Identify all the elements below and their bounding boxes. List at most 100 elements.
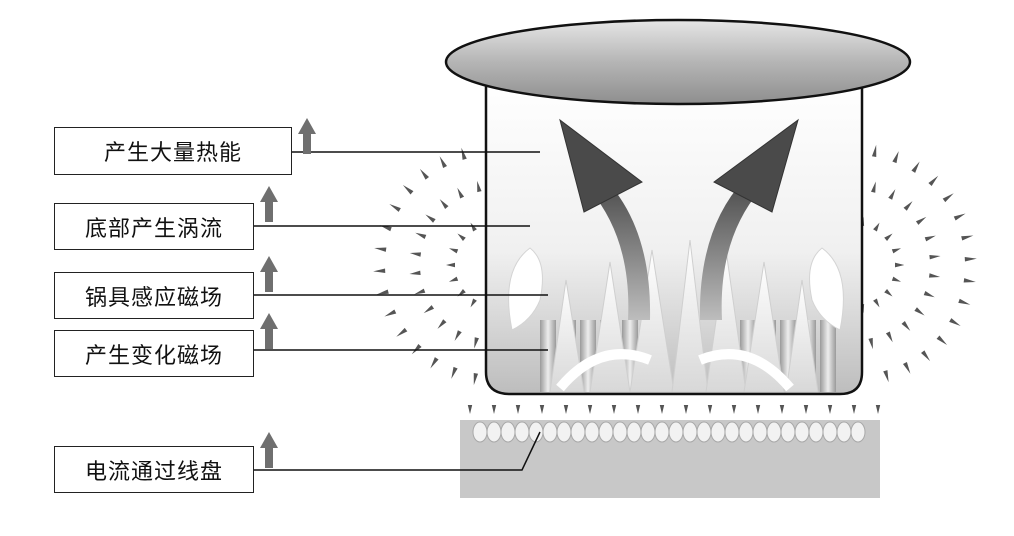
field-dash [884, 233, 893, 241]
coil-turn [626, 421, 642, 443]
field-dash [376, 289, 389, 295]
coil-turn [514, 421, 530, 443]
field-dash [928, 273, 941, 278]
coil-plate [460, 420, 880, 498]
up-arrows [260, 118, 316, 468]
coil-turn [584, 421, 600, 443]
flow-arrow-left-shaft [590, 180, 651, 320]
heat-bar [820, 320, 836, 392]
label-current: 电流通过线盘 [54, 446, 254, 493]
field-dash [873, 298, 880, 308]
field-dash [888, 189, 896, 200]
field-dash [439, 199, 449, 209]
up-arrow-icon [298, 118, 316, 154]
coil-turn [612, 421, 628, 443]
coil-turn [836, 421, 852, 443]
field-dash [467, 405, 473, 414]
field-dash [707, 405, 713, 414]
field-dash [448, 248, 459, 254]
field-dash [731, 405, 737, 414]
field-dash [414, 288, 426, 295]
coil-turn [780, 421, 796, 443]
coil-turn [472, 421, 488, 443]
heat-bar [580, 320, 596, 392]
leader-lines [254, 151, 548, 471]
field-dash [929, 254, 941, 260]
flow-arrow-right-head [713, 118, 799, 213]
coil-turn [794, 421, 810, 443]
field-dash [587, 405, 593, 414]
coil-turn [766, 421, 782, 443]
coil-turn [570, 421, 586, 443]
field-dash [958, 298, 971, 305]
field-dash [374, 247, 387, 252]
field-dash [439, 156, 448, 168]
heat-bar [540, 320, 556, 392]
label-heat: 产生大量热能 [54, 127, 292, 175]
field-dash [491, 405, 497, 414]
up-arrow-icon [260, 256, 278, 292]
coil-turn [486, 421, 502, 443]
field-dash [411, 343, 422, 355]
field-dash [827, 405, 833, 414]
field-dash [892, 151, 899, 164]
field-dash [430, 357, 439, 369]
field-dash [419, 168, 430, 180]
field-dash [454, 330, 462, 341]
field-dash [373, 268, 386, 273]
coil-turn [696, 421, 712, 443]
field-dash [446, 262, 455, 268]
field-dash [415, 232, 427, 239]
field-dash [902, 362, 911, 374]
label-induce: 锅具感应磁场 [54, 272, 254, 319]
field-dash [659, 405, 665, 414]
inner-arc-left [556, 349, 652, 392]
field-dash [457, 233, 466, 241]
field-dash [963, 278, 976, 283]
field-dash [903, 201, 913, 211]
field-dash [883, 370, 889, 383]
field-dash [437, 319, 447, 329]
field-dash [423, 305, 435, 314]
field-dash [942, 193, 954, 203]
field-dash [891, 248, 902, 254]
field-dash [911, 161, 920, 173]
coil-turn [822, 421, 838, 443]
field-dash [384, 309, 397, 317]
field-dash [924, 235, 936, 242]
field-dash [539, 405, 545, 414]
field-dash [928, 175, 939, 187]
coil-turn [710, 421, 726, 443]
field-dash [470, 298, 477, 308]
field-dash [474, 337, 479, 349]
coil-turn [850, 421, 866, 443]
field-dash [779, 405, 785, 414]
field-dash [873, 222, 880, 232]
field-dash [923, 291, 935, 298]
coil-turn [598, 421, 614, 443]
field-dash [457, 187, 465, 199]
field-dash [409, 270, 421, 276]
field-dash [683, 405, 689, 414]
coil-turn [500, 421, 516, 443]
coil-turn [682, 421, 698, 443]
coil-turn [668, 421, 684, 443]
field-dash [611, 405, 617, 414]
field-dash [936, 335, 948, 346]
field-dash [920, 350, 931, 362]
field-dash [803, 405, 809, 414]
field-dash [871, 181, 876, 193]
leader-current [254, 431, 541, 471]
coil-turn [542, 421, 558, 443]
up-arrow-icon [260, 313, 278, 349]
heat-flow-arrows [559, 118, 799, 320]
field-dash [755, 405, 761, 414]
field-dash [891, 276, 902, 282]
field-dash [402, 184, 414, 195]
field-dash [871, 144, 877, 158]
flow-arrow-left-head [559, 118, 643, 213]
field-dash [396, 327, 408, 337]
field-dash [964, 257, 977, 262]
